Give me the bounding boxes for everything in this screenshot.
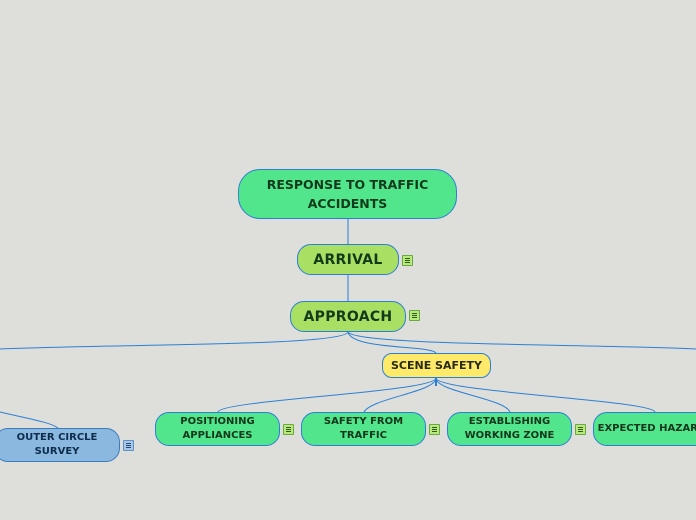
link-outer-survey <box>0 411 59 429</box>
link-safety-hazards <box>435 377 656 413</box>
safety-from-traffic-node[interactable]: SAFETY FROM TRAFFIC <box>301 412 426 446</box>
link-approach-right <box>347 331 696 350</box>
link-safety-traffic <box>363 377 437 413</box>
establishing-working-zone-node[interactable]: ESTABLISHING WORKING ZONE <box>447 412 572 446</box>
scene-safety-node[interactable]: SCENE SAFETY <box>382 353 491 378</box>
arrival-label: ARRIVAL <box>313 251 383 268</box>
arrival-node[interactable]: ARRIVAL <box>297 244 399 275</box>
link-safety-positioning <box>217 377 437 413</box>
expected-hazards-label: EXPECTED HAZARDS <box>597 423 696 434</box>
link-approach-safety <box>347 331 437 354</box>
approach-node[interactable]: APPROACH <box>290 301 406 332</box>
positioning-appliances-label: POSITIONING APPLIANCES <box>180 416 255 441</box>
link-approach-left <box>0 331 349 350</box>
outer-circle-survey-label: OUTER CIRCLE SURVEY <box>16 432 98 457</box>
expected-hazards-node[interactable]: EXPECTED HAZARDS <box>593 412 696 446</box>
safety-from-traffic-label: SAFETY FROM TRAFFIC <box>323 416 404 441</box>
root-topic-label: RESPONSE TO TRAFFIC ACCIDENTS <box>266 177 429 211</box>
working-zone-notes-icon[interactable] <box>575 424 586 435</box>
approach-label: APPROACH <box>303 308 393 325</box>
approach-notes-icon[interactable] <box>409 310 420 321</box>
positioning-appliances-node[interactable]: POSITIONING APPLIANCES <box>155 412 280 446</box>
root-topic-node[interactable]: RESPONSE TO TRAFFIC ACCIDENTS <box>238 169 457 219</box>
traffic-notes-icon[interactable] <box>429 424 440 435</box>
outer-survey-notes-icon[interactable] <box>123 440 134 451</box>
establishing-working-zone-label: ESTABLISHING WORKING ZONE <box>464 416 555 441</box>
scene-safety-label: SCENE SAFETY <box>391 359 482 372</box>
link-safety-working <box>435 377 511 413</box>
positioning-notes-icon[interactable] <box>283 424 294 435</box>
arrival-notes-icon[interactable] <box>402 255 413 266</box>
outer-circle-survey-node[interactable]: OUTER CIRCLE SURVEY <box>0 428 120 462</box>
